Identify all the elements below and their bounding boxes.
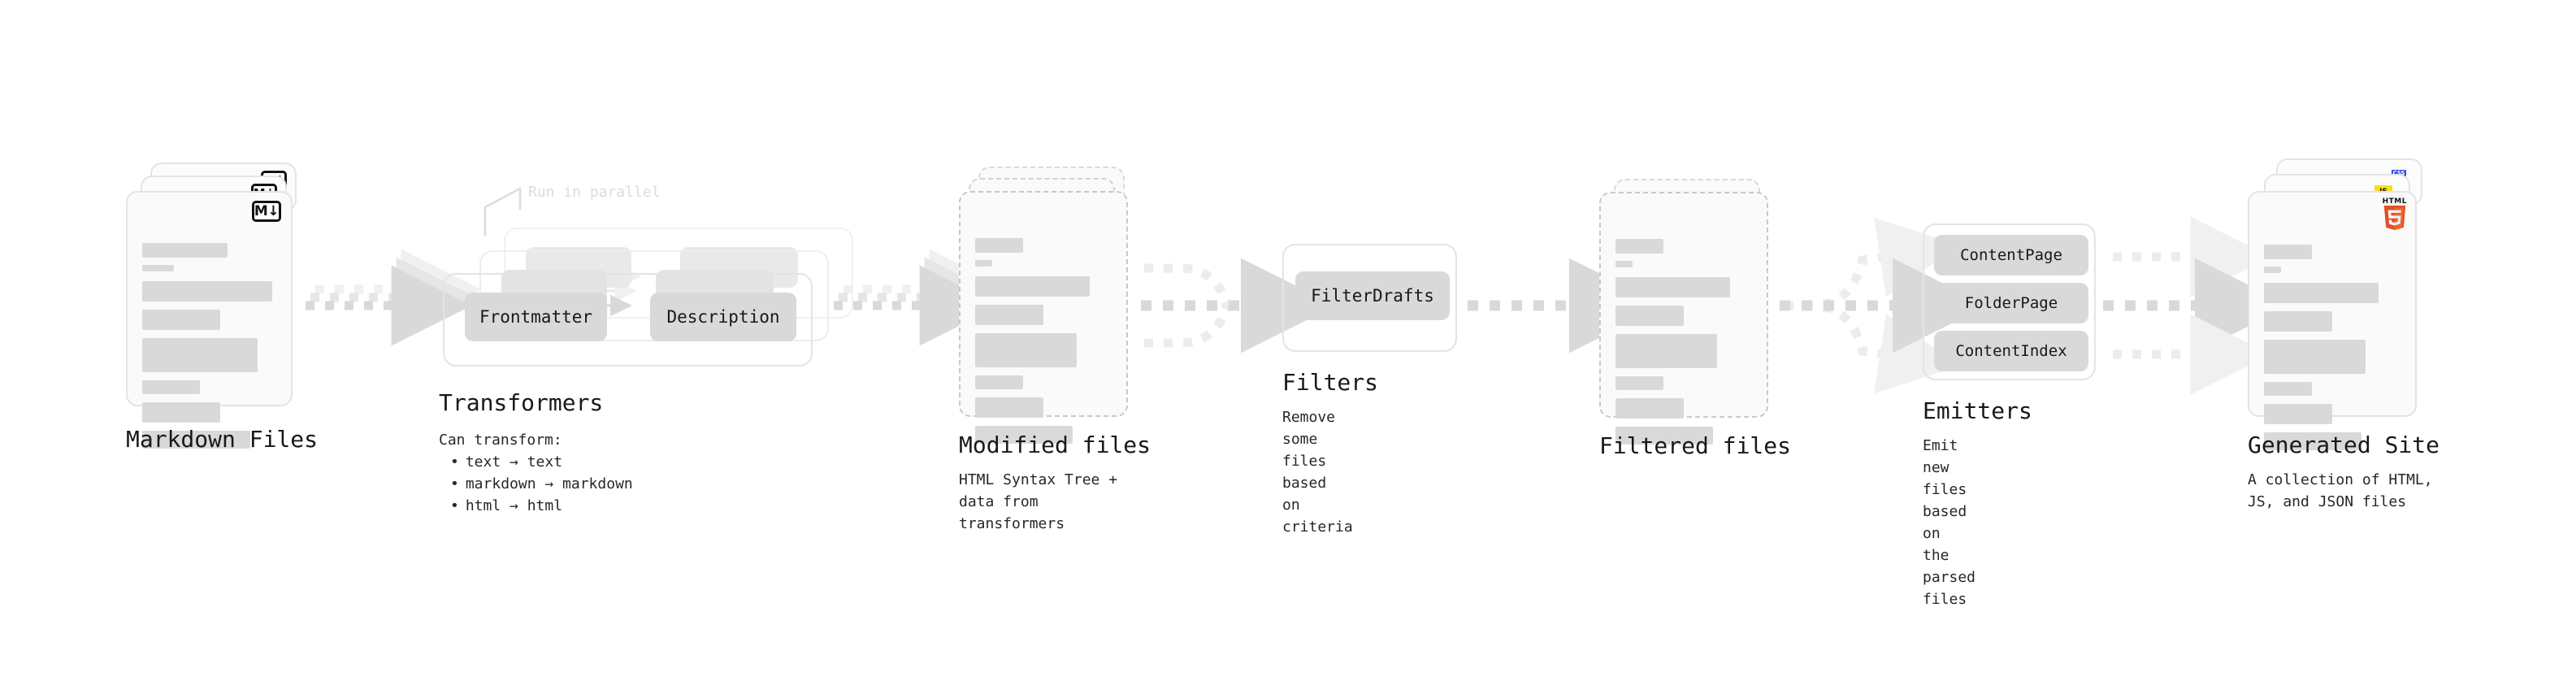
stage-title-generated-site: Generated Site	[2248, 432, 2440, 458]
file-content-preview	[142, 225, 280, 449]
html5-badge-word: HTML	[2382, 197, 2407, 206]
content-bar	[1615, 239, 1663, 254]
content-bar	[142, 243, 228, 258]
stage-title-filters: Filters	[1282, 369, 1379, 396]
content-bar	[1615, 277, 1730, 297]
content-bar	[1615, 261, 1633, 267]
emitter-chip-contentindex[interactable]: ContentIndex	[1934, 331, 2088, 371]
content-bar	[2264, 432, 2362, 450]
content-bar	[2264, 382, 2312, 396]
generated-card-front[interactable]: HTML	[2248, 191, 2417, 450]
emitter-chip-folderpage[interactable]: FolderPage	[1934, 283, 2088, 323]
modified-card-front[interactable]	[959, 191, 1128, 444]
filtered-card-front[interactable]	[1599, 192, 1768, 445]
content-bar	[975, 397, 1044, 418]
transform-capability-list: text → text markdown → markdown html → h…	[439, 451, 633, 517]
content-bar	[1615, 398, 1685, 419]
stage-filtered-files: Filtered files	[1599, 179, 1791, 459]
content-bar	[2264, 404, 2333, 424]
stage-caption-emitters: Emit new files based on the parsed files	[1923, 437, 1976, 608]
content-bar	[975, 238, 1023, 253]
modified-file-stack	[959, 167, 1146, 444]
stage-markdown-files: M↓ M↓ M↓ Markdown Files	[126, 163, 318, 453]
content-bar	[142, 281, 273, 301]
filter-chip-filterdrafts[interactable]: FilterDrafts	[1295, 271, 1450, 320]
content-bar	[975, 305, 1044, 325]
file-content-preview	[2264, 225, 2403, 450]
content-bar	[2264, 311, 2333, 332]
content-bar	[142, 431, 251, 449]
transform-capability-item: markdown → markdown	[450, 473, 633, 495]
markdown-file-stack: M↓ M↓ M↓	[126, 163, 313, 449]
stage-title-transformers: Transformers	[439, 389, 604, 416]
content-bar	[975, 426, 1073, 444]
transformer-panel-front[interactable]: Frontmatter Description	[443, 273, 813, 367]
stage-generated-site: CSS JS HTML	[2248, 158, 2443, 510]
connector-markdown-to-transformers	[306, 249, 482, 346]
markdown-card-front[interactable]: M↓	[126, 191, 293, 449]
stage-caption-generated-site: A collection of HTML, JS, and JSON files	[2248, 471, 2433, 510]
content-bar	[1615, 334, 1718, 368]
html5-shield-glyph	[2383, 206, 2406, 231]
connector-modified-to-filters	[1141, 258, 1336, 354]
connector-emitters-to-site	[2103, 216, 2290, 395]
markdown-badge-icon: M↓	[252, 201, 281, 222]
content-bar	[975, 260, 992, 267]
stage-modified-files: Modified files HTML Syntax Tree + data f…	[959, 167, 1151, 532]
generated-site-stack: CSS JS HTML	[2248, 158, 2443, 450]
content-bar	[2264, 283, 2379, 303]
stage-title-markdown-files: Markdown Files	[126, 426, 319, 453]
content-bar	[2264, 267, 2281, 273]
transform-capability-item: html → html	[450, 495, 633, 517]
filters-panel[interactable]: FilterDrafts	[1282, 244, 1457, 352]
file-content-preview	[1615, 226, 1754, 445]
content-bar	[142, 265, 174, 271]
filtered-file-stack	[1599, 179, 1786, 445]
transform-caption-lead: Can transform:	[439, 432, 562, 449]
content-bar	[2264, 245, 2312, 259]
stage-caption-modified-files: HTML Syntax Tree + data from transformer…	[959, 471, 1118, 532]
html5-badge-icon: HTML	[2383, 197, 2407, 233]
stage-title-filtered-files: Filtered files	[1599, 432, 1792, 459]
stage-title-modified-files: Modified files	[959, 432, 1151, 458]
content-bar	[975, 333, 1078, 367]
content-bar	[1615, 427, 1714, 445]
content-bar	[142, 338, 258, 372]
connector-filtered-to-emitters	[1780, 217, 1988, 394]
transformer-chip-frontmatter[interactable]: Frontmatter	[465, 293, 607, 341]
content-bar	[1615, 306, 1685, 326]
transform-capability-item: text → text	[450, 451, 633, 473]
content-bar	[142, 310, 221, 330]
emitters-panel[interactable]: ContentPage FolderPage ContentIndex	[1923, 223, 2096, 380]
content-bar	[1615, 376, 1663, 390]
stage-title-emitters: Emitters	[1923, 397, 2032, 424]
content-bar	[142, 402, 221, 423]
run-in-parallel-label: Run in parallel	[528, 184, 661, 201]
stage-caption-transformers: Can transform: text → text markdown → ma…	[439, 429, 633, 517]
content-bar	[975, 276, 1090, 297]
content-bar	[142, 380, 200, 394]
file-content-preview	[975, 225, 1114, 444]
content-bar	[975, 375, 1023, 389]
content-bar	[2264, 340, 2366, 374]
emitter-chip-contentpage[interactable]: ContentPage	[1934, 235, 2088, 275]
transformer-chip-description[interactable]: Description	[650, 293, 796, 341]
stage-caption-filters: Remove some files based on criteria	[1282, 409, 1353, 536]
